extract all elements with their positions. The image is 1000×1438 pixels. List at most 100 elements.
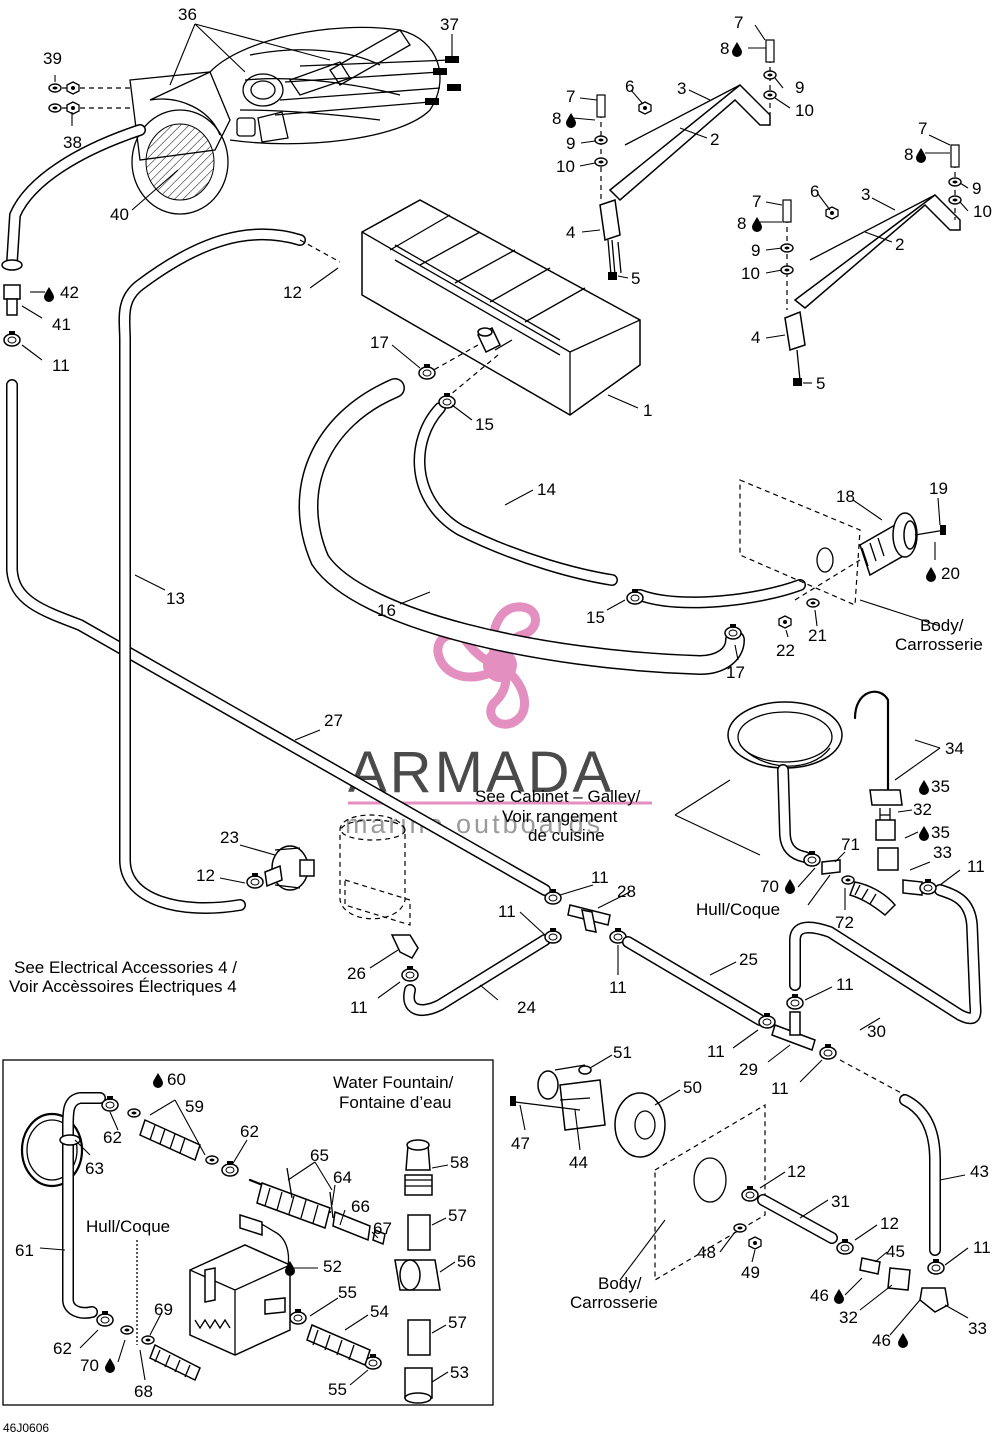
callout-65: 65	[310, 1146, 329, 1165]
deck-fill-fitting	[739, 479, 946, 629]
callout-61: 61	[15, 1241, 34, 1260]
watermark-tagline: marine outboards	[345, 809, 603, 839]
callout-36: 36	[178, 5, 197, 24]
callout-3-a: 3	[677, 79, 686, 98]
callout-62-a: 62	[103, 1128, 122, 1147]
callout-21: 21	[808, 626, 827, 645]
callout-20: 20	[941, 564, 960, 583]
callout-9-a: 9	[795, 78, 804, 97]
callout-11-e: 11	[350, 998, 368, 1017]
callout-33-a: 33	[933, 843, 952, 862]
callout-8-a: 8	[720, 39, 729, 58]
callout-43: 43	[970, 1162, 989, 1181]
callout-48: 48	[697, 1243, 716, 1262]
callout-53: 53	[450, 1363, 469, 1382]
callout-15-b: 15	[586, 608, 605, 627]
callout-31: 31	[831, 1192, 850, 1211]
callout-35-a: 35	[931, 777, 950, 796]
callout-8-d: 8	[737, 214, 746, 233]
callout-11-f: 11	[609, 978, 627, 997]
note-see-cabinet-line2: Voir rangement	[502, 807, 618, 826]
callout-30: 30	[867, 1022, 886, 1041]
callout-11-g: 11	[836, 975, 854, 994]
inset-title-line2: Fontaine d’eau	[339, 1093, 451, 1112]
callout-26: 26	[347, 964, 366, 983]
callout-71: 71	[841, 835, 860, 854]
inset-title-line1: Water Fountain/	[333, 1073, 454, 1092]
bracket-right	[780, 144, 962, 386]
callout-11-c: 11	[591, 868, 609, 887]
callout-12-d: 12	[880, 1214, 899, 1233]
callout-8-c: 8	[904, 145, 913, 164]
callout-7-b: 7	[566, 87, 575, 106]
hose-31	[733, 1185, 911, 1291]
callout-52: 52	[323, 1257, 342, 1276]
hose-30	[789, 884, 982, 1025]
callout-24: 24	[517, 998, 536, 1017]
callout-57-b: 57	[448, 1313, 467, 1332]
callout-12-c: 12	[787, 1162, 806, 1181]
callout-55-a: 55	[338, 1283, 357, 1302]
callout-47: 47	[511, 1134, 530, 1153]
callout-5-a: 5	[631, 269, 640, 288]
callout-70-a: 70	[760, 877, 779, 896]
callout-7-c: 7	[918, 119, 927, 138]
callout-62-b: 62	[240, 1122, 259, 1141]
hose-16	[298, 378, 745, 675]
callout-10-c: 10	[973, 202, 992, 221]
callout-27: 27	[324, 711, 343, 730]
callout-23: 23	[220, 828, 239, 847]
note-body-right-line2: Carrosserie	[895, 635, 983, 654]
watermark-brand: ARMADA	[348, 740, 614, 805]
callout-2-a: 2	[710, 130, 719, 149]
callout-1: 1	[643, 401, 652, 420]
filler-assembly	[48, 23, 461, 215]
callout-5-b: 5	[816, 374, 825, 393]
callout-35-b: 35	[931, 823, 950, 842]
callout-32-b: 32	[839, 1308, 858, 1327]
callout-15-a: 15	[475, 415, 494, 434]
screw-37-set	[274, 56, 461, 116]
callout-32-a: 32	[913, 800, 932, 819]
callout-16: 16	[377, 601, 396, 620]
note-hull-coque-sink: Hull/Coque	[696, 900, 780, 919]
water-fountain-inset	[2, 1059, 494, 1406]
callout-12-a: 12	[283, 283, 302, 302]
callout-18: 18	[836, 487, 855, 506]
callout-12-b: 12	[196, 866, 215, 885]
callout-17-b: 17	[726, 663, 745, 682]
callouts: 36 37 39 38 40 42 41 11 12 7 8 9 10 3 7 …	[15, 5, 992, 1401]
tee-28	[544, 888, 627, 944]
callout-67: 67	[373, 1219, 392, 1238]
note-see-cabinet-line1: See Cabinet – Galley/	[475, 787, 641, 806]
callout-58: 58	[450, 1153, 469, 1172]
callout-40: 40	[110, 205, 129, 224]
water-tank	[361, 199, 641, 416]
bracket-left	[594, 39, 777, 280]
vent-hose-left	[1, 124, 551, 896]
tee-29	[758, 993, 837, 1060]
leader-lines	[21, 24, 969, 1386]
callout-13: 13	[166, 589, 185, 608]
water-pump	[246, 814, 419, 982]
callout-57-a: 57	[448, 1206, 467, 1225]
callout-6-a: 6	[625, 77, 634, 96]
callout-56: 56	[457, 1252, 476, 1271]
callout-38: 38	[63, 133, 82, 152]
callout-4-a: 4	[566, 223, 575, 242]
callout-19: 19	[929, 479, 948, 498]
callout-41: 41	[52, 315, 71, 334]
note-body-bottom-line1: Body/	[598, 1274, 642, 1293]
callout-55-b: 55	[328, 1380, 347, 1399]
callout-11-i: 11	[771, 1079, 789, 1098]
callout-68: 68	[134, 1382, 153, 1401]
hose-13	[118, 228, 341, 914]
callout-22: 22	[776, 641, 795, 660]
callout-60: 60	[167, 1070, 186, 1089]
callout-66: 66	[351, 1197, 370, 1216]
pump-assembly-44-50	[510, 1064, 766, 1282]
hose-25	[622, 936, 766, 1026]
callout-29: 29	[739, 1060, 758, 1079]
callout-45: 45	[886, 1242, 905, 1261]
